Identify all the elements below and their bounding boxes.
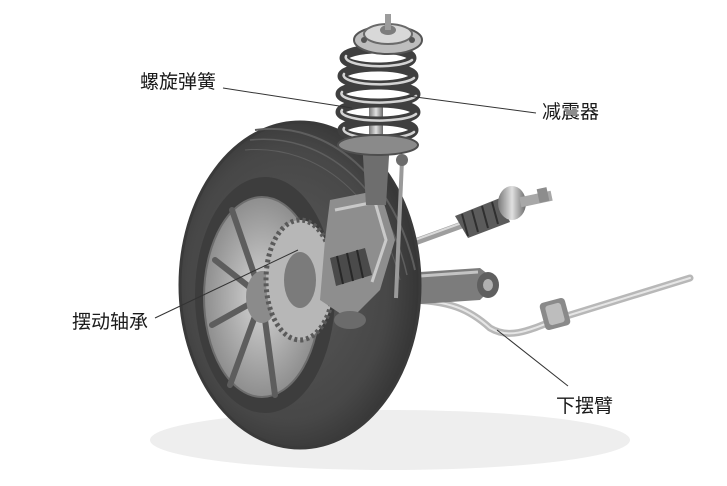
leader-line-shock-absorber (407, 95, 537, 114)
lower-arm-label: 下摆臂 (556, 395, 614, 417)
leader-line-swing-bearing (154, 249, 299, 319)
leader-lines (154, 87, 569, 387)
shock-absorber-label: 减震器 (542, 101, 600, 123)
coil-spring (335, 44, 421, 156)
ground-shadow (150, 410, 630, 470)
leader-line-lower-arm (496, 329, 569, 387)
steering-knuckle (320, 190, 395, 329)
strut-top-mount (353, 14, 423, 55)
swing-bearing-label: 摆动轴承 (72, 311, 149, 333)
coil-spring-label: 螺旋弹簧 (140, 71, 217, 93)
leader-line-coil-spring (222, 87, 353, 109)
